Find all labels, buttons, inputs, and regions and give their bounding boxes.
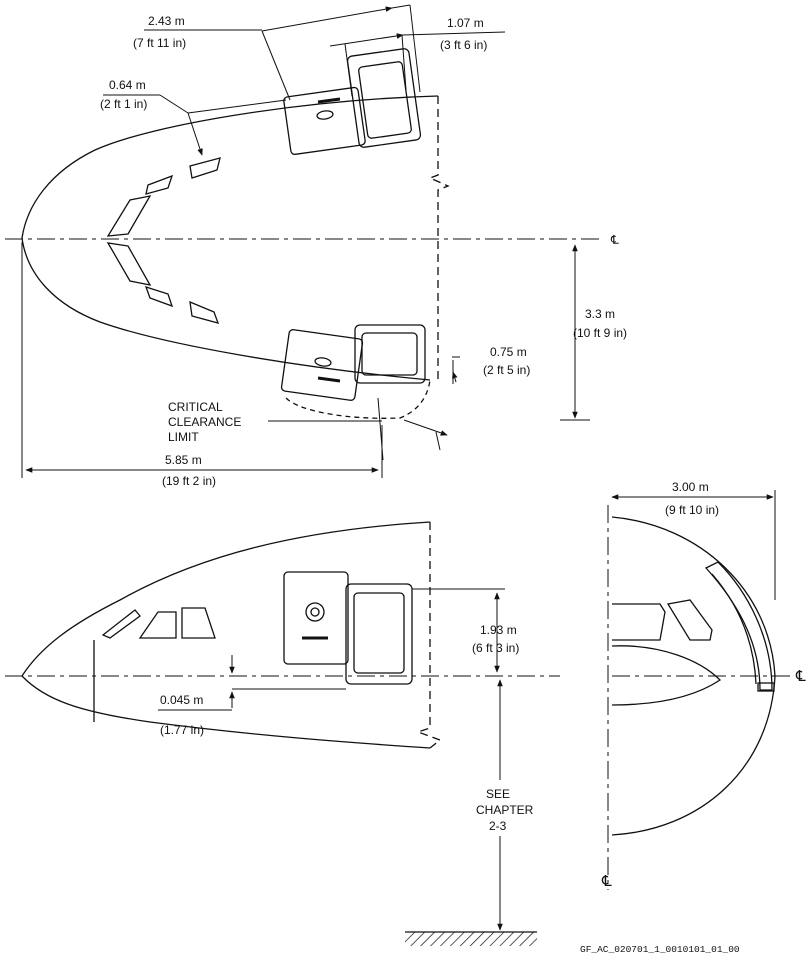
half-width-metric: 3.3 m: [585, 307, 615, 321]
svg-text:LIMIT: LIMIT: [168, 430, 199, 444]
sill-offset-imperial: (2 ft 1 in): [100, 97, 147, 111]
dimension-front-radius: [611, 490, 776, 600]
clearance-gap-metric: 0.75 m: [490, 345, 527, 359]
dimension-sill-offset: [103, 94, 287, 156]
break-line-side: [416, 522, 442, 749]
dimension-half-width: [560, 244, 590, 421]
svg-text:SEE: SEE: [486, 787, 510, 801]
nose-to-limit-imperial: (19 ft 2 in): [162, 474, 216, 488]
sill-height-metric: 0.045 m: [160, 693, 203, 707]
front-door-panel: [704, 561, 775, 692]
centerline-symbol-front-bottom: ℄: [601, 873, 612, 890]
nose-to-limit-metric: 5.85 m: [165, 453, 202, 467]
lower-door-open: [280, 324, 431, 419]
door-width-imperial: (7 ft 11 in): [133, 36, 186, 50]
cockpit-windows-side: [101, 607, 216, 639]
door-opening-metric: 1.07 m: [447, 16, 484, 30]
svg-text:CLEARANCE: CLEARANCE: [168, 415, 241, 429]
dimension-clearance-gap: [403, 356, 460, 451]
front-radius-metric: 3.00 m: [672, 480, 709, 494]
upper-door-open: [283, 48, 422, 155]
centerline-symbol-front-right: ℄: [795, 668, 806, 685]
critical-clearance-limit: CRITICAL CLEARANCE LIMIT: [168, 397, 384, 461]
see-chapter-note: SEE CHAPTER 2-3: [476, 679, 534, 931]
door-height-imperial: (6 ft 3 in): [472, 641, 519, 655]
clearance-gap-imperial: (2 ft 5 in): [483, 363, 530, 377]
door-opening-imperial: (3 ft 6 in): [440, 38, 487, 52]
half-width-imperial: (10 ft 9 in): [573, 326, 627, 340]
break-line-top: [428, 96, 450, 380]
door-height-metric: 1.93 m: [480, 623, 517, 637]
sill-offset-metric: 0.64 m: [109, 78, 146, 92]
fuselage-outline-side: [21, 521, 431, 749]
centerline-symbol-top: ℄: [610, 233, 619, 247]
ground-hatch: [405, 932, 537, 946]
top-view: [21, 48, 450, 419]
svg-text:2-3: 2-3: [489, 819, 507, 833]
dimension-nose-to-limit: [21, 242, 383, 478]
dimension-door-height: [412, 588, 505, 673]
door-width-metric: 2.43 m: [148, 14, 185, 28]
dimension-door-opening: [329, 31, 506, 97]
sill-height-imperial: (1.77 in): [160, 723, 204, 737]
dimension-door-width: [261, 4, 421, 101]
side-door: [283, 571, 413, 685]
cockpit-windows-top: [106, 157, 221, 324]
side-view: [21, 521, 442, 749]
svg-text:CRITICAL: CRITICAL: [168, 400, 223, 414]
svg-text:CHAPTER: CHAPTER: [476, 803, 534, 817]
figure-reference-code: GF_AC_020701_1_0010101_01_00: [580, 944, 740, 955]
dimension-sill-height: [158, 655, 346, 711]
fuselage-outline-top: [21, 95, 439, 381]
front-radius-imperial: (9 ft 10 in): [665, 503, 719, 517]
